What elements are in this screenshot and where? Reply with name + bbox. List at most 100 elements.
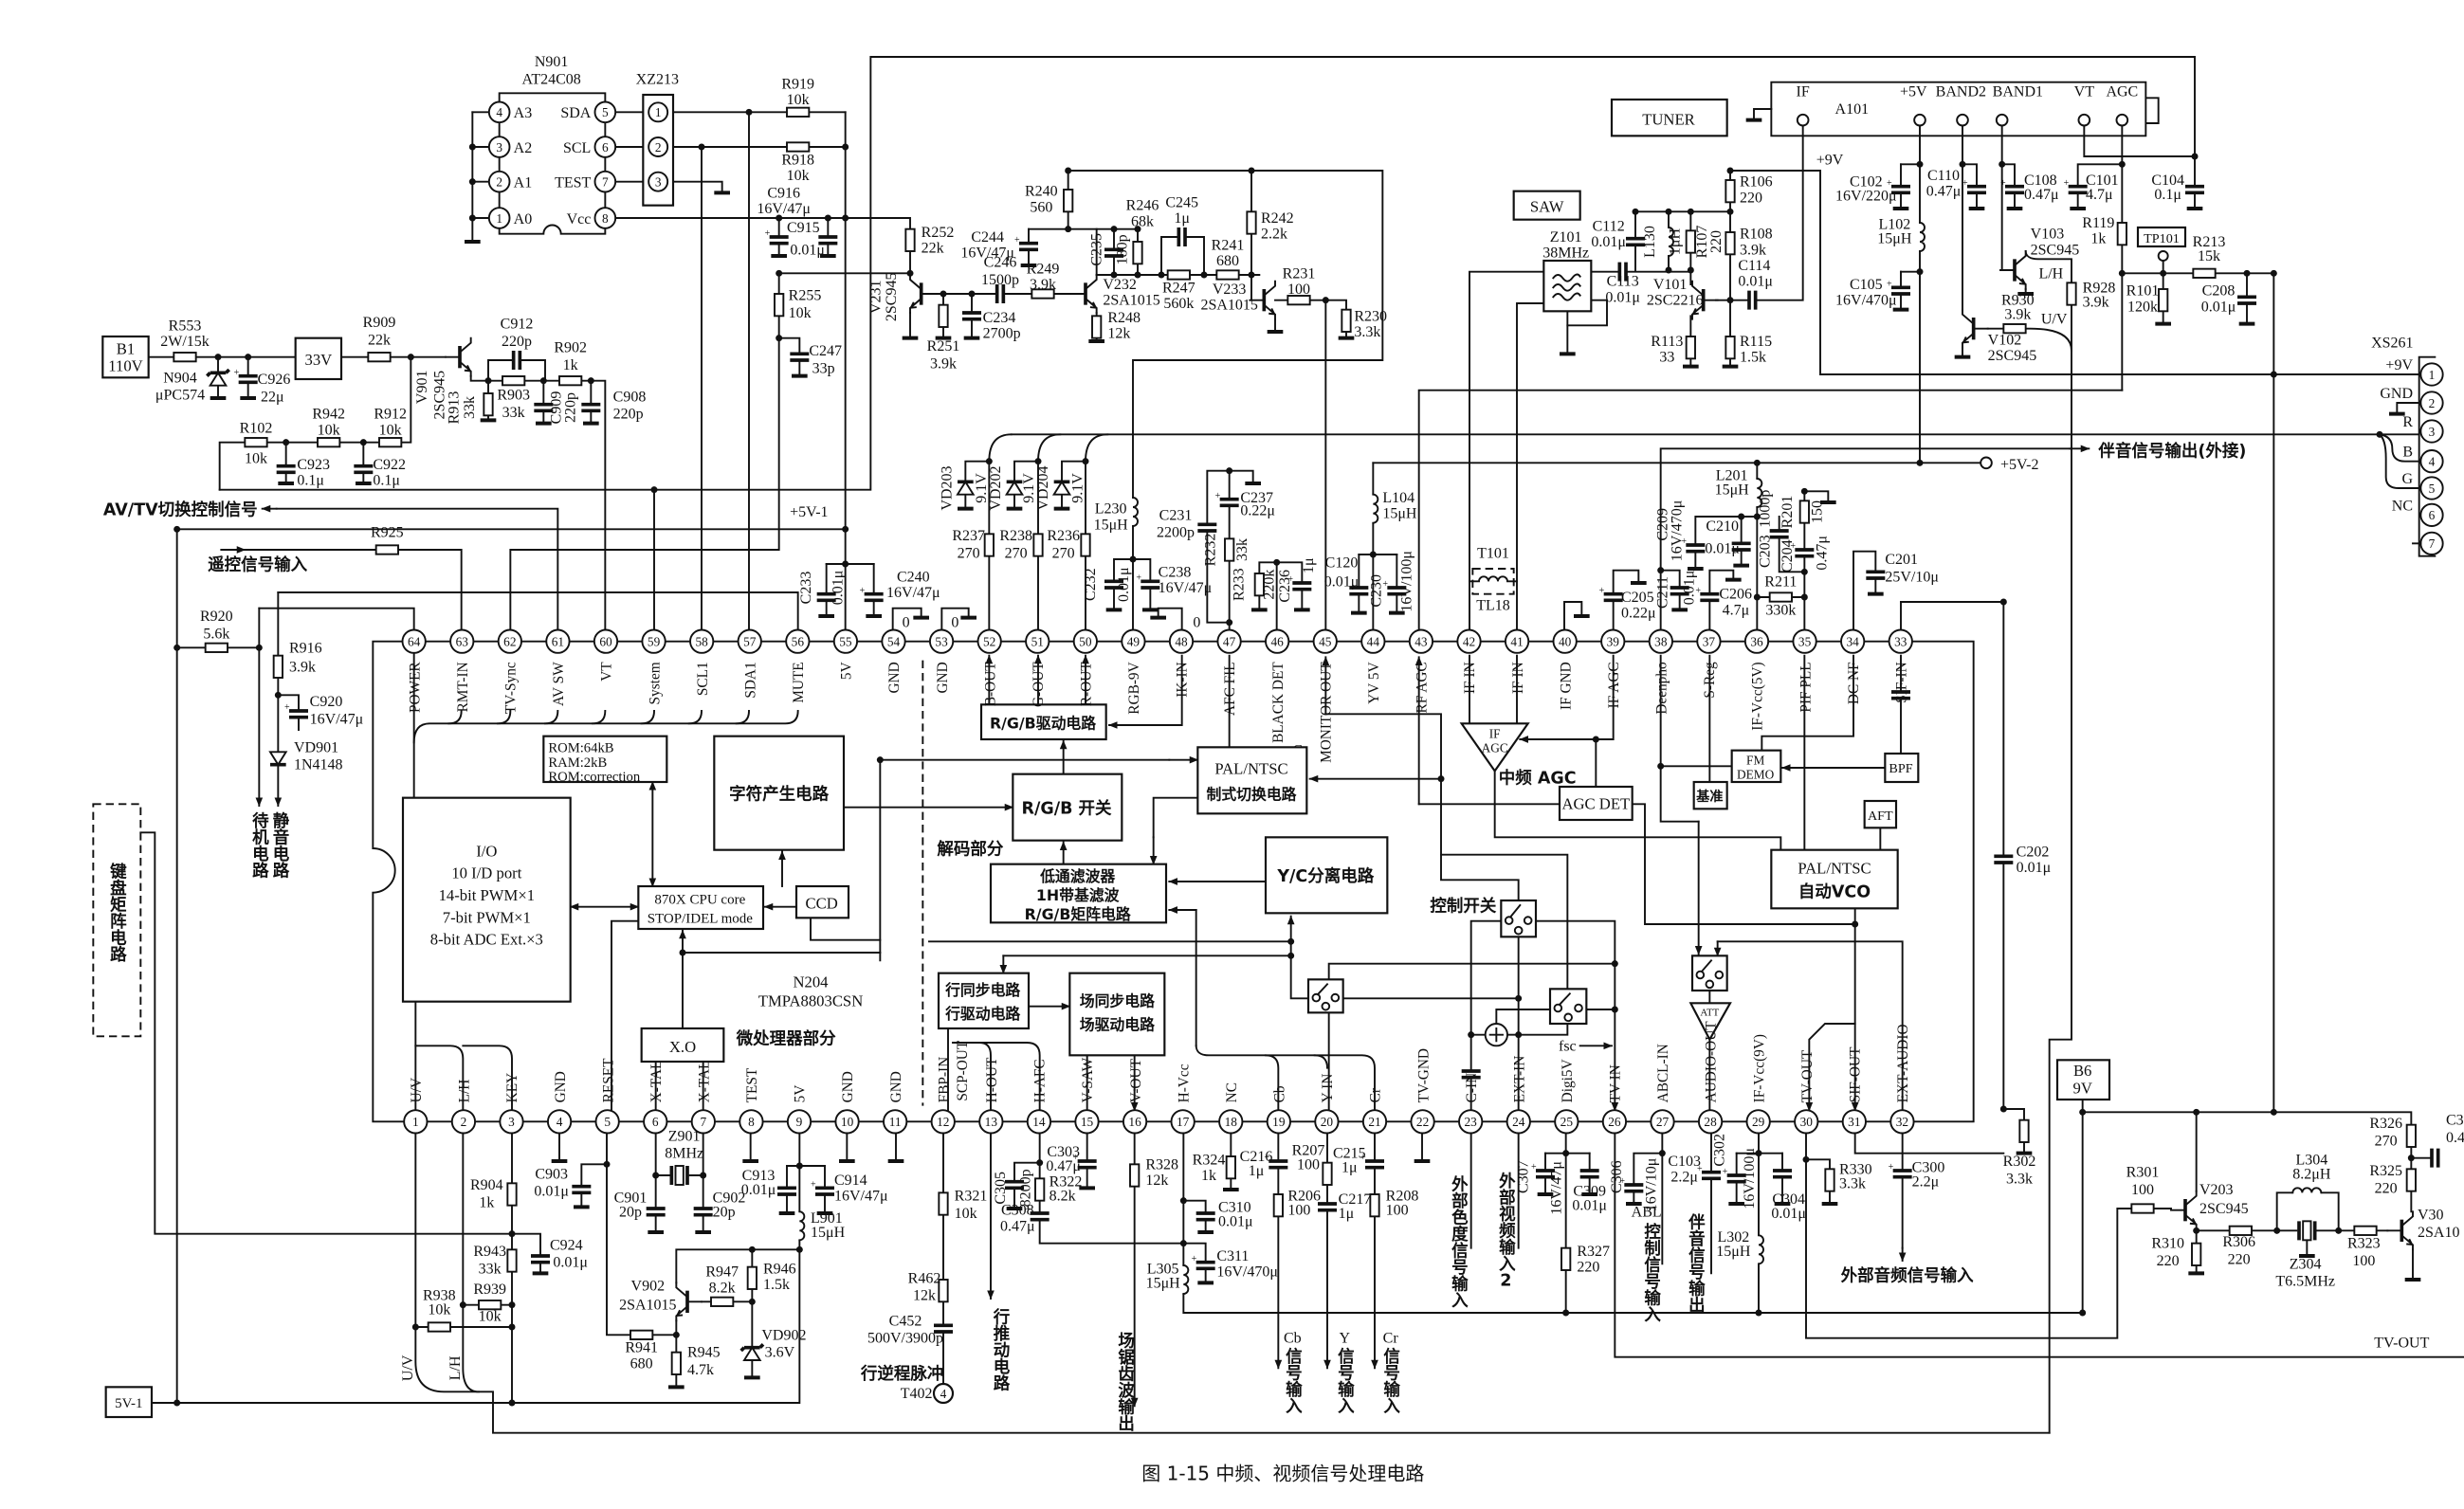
component-ref: C311 xyxy=(1216,1248,1249,1264)
pin-number: 60 xyxy=(599,635,612,649)
resistor-symbol xyxy=(2018,1118,2030,1143)
block-text: ROM:correction xyxy=(548,770,641,785)
power-input-b6: B6 9V xyxy=(2055,1059,2111,1101)
block-frame xyxy=(1558,785,1634,822)
pin-circle xyxy=(1074,1109,1100,1135)
xs261-pin-4: 4B xyxy=(2402,445,2444,474)
resistor-symbol xyxy=(2116,222,2127,246)
polarity-plus: + xyxy=(1889,1162,1894,1173)
capacitor-gap xyxy=(1219,499,1239,506)
tuner-lh-label: L/H xyxy=(2038,265,2063,282)
component-ref: R246 xyxy=(1126,198,1159,214)
block-frame xyxy=(637,884,765,931)
component-value: 220 xyxy=(2157,1253,2180,1269)
junction-dot xyxy=(1287,952,1295,959)
wire xyxy=(2396,402,2420,415)
inductor-symbol xyxy=(1668,227,1674,257)
block-frame xyxy=(1264,836,1389,915)
junction-dot xyxy=(1959,160,1966,168)
wire xyxy=(1614,1132,2464,1358)
component-value: 0.01μ xyxy=(790,242,825,258)
pin-number: 7 xyxy=(2429,536,2436,551)
resistor-symbol xyxy=(244,437,268,448)
junction-dot xyxy=(1755,1309,1762,1317)
junction-dot xyxy=(1999,598,2007,606)
junction-dot xyxy=(508,1323,516,1331)
pin-label: 5V xyxy=(839,662,855,680)
resistor-symbol xyxy=(374,544,399,555)
component-value: TL18 xyxy=(1476,597,1510,613)
pin-number: 7 xyxy=(602,175,609,190)
component-ref: C240 xyxy=(897,569,930,585)
resistor-symbol xyxy=(630,1329,654,1340)
junction-dot xyxy=(1657,567,1665,574)
switch-contact xyxy=(1513,925,1524,936)
pin-circle xyxy=(449,628,475,654)
component-value: 2SA1015 xyxy=(1200,298,1257,314)
tuner-terminal-vt: VT xyxy=(2074,84,2094,127)
pin-circle xyxy=(1745,1109,1771,1135)
saw-wave xyxy=(1551,273,1581,282)
pin-label: RMT-IN xyxy=(455,662,471,712)
ic-part-number: TMPA8803CSN xyxy=(758,992,863,1010)
block-io: I/O 10 I/D port 14-bit PWM×1 7-bit PWM×1… xyxy=(401,796,572,1003)
component-ref: C236 xyxy=(1277,570,1293,603)
junction-dot xyxy=(468,214,476,222)
component-ref: R942 xyxy=(312,407,345,423)
component-c30: C300.4 xyxy=(2430,1113,2464,1168)
junction-dot xyxy=(1287,937,1295,945)
block-text: 自动VCO xyxy=(1798,882,1871,902)
plus5v-1-label: +5V-1 xyxy=(790,504,828,520)
pin-number: 4 xyxy=(557,1115,563,1129)
component-value: 9.1V xyxy=(1021,473,1037,503)
component-value: 120k xyxy=(2127,299,2158,315)
block-aft: AFT xyxy=(1863,799,1898,829)
component-ref: V902 xyxy=(631,1279,666,1295)
capacitor-gap xyxy=(1702,1172,1721,1179)
component-value: 220 xyxy=(1577,1260,1599,1276)
pin-label: GND xyxy=(886,662,903,693)
junction-dot xyxy=(2270,371,2277,378)
capacitor-gap xyxy=(816,593,836,601)
wire xyxy=(447,710,463,725)
resistor-symbol xyxy=(1225,1155,1236,1180)
junction-dot xyxy=(1687,208,1694,215)
component-value: 3.3k xyxy=(1354,324,1380,340)
component-value: 100 xyxy=(1287,1203,1310,1219)
capacitor-gap xyxy=(1195,1262,1215,1269)
pin-circle xyxy=(1888,628,1913,654)
test-point-node xyxy=(2157,250,2169,262)
capacitor-gap xyxy=(1891,692,1910,699)
component-value: 2SC945 xyxy=(884,273,900,322)
resistor-symbol xyxy=(2228,1225,2253,1236)
junction-dot xyxy=(650,486,658,494)
block-frame xyxy=(1692,780,1728,810)
capacitor-gap xyxy=(534,404,554,411)
pin-number: 11 xyxy=(889,1115,902,1129)
junction-dot xyxy=(842,560,849,568)
pin-label: IF-Vcc(5V) xyxy=(1750,662,1766,730)
component-ref: R213 xyxy=(2193,234,2226,250)
wire xyxy=(675,1248,801,1284)
junction-dot xyxy=(1515,1031,1523,1039)
junction-dot xyxy=(459,1301,466,1309)
block-frame xyxy=(1863,799,1898,829)
component-ref: C114 xyxy=(1738,258,1770,274)
pin-label: IF AGC xyxy=(1606,662,1622,708)
pin-circle xyxy=(976,628,1002,654)
pin-label: MUTE xyxy=(791,662,807,702)
